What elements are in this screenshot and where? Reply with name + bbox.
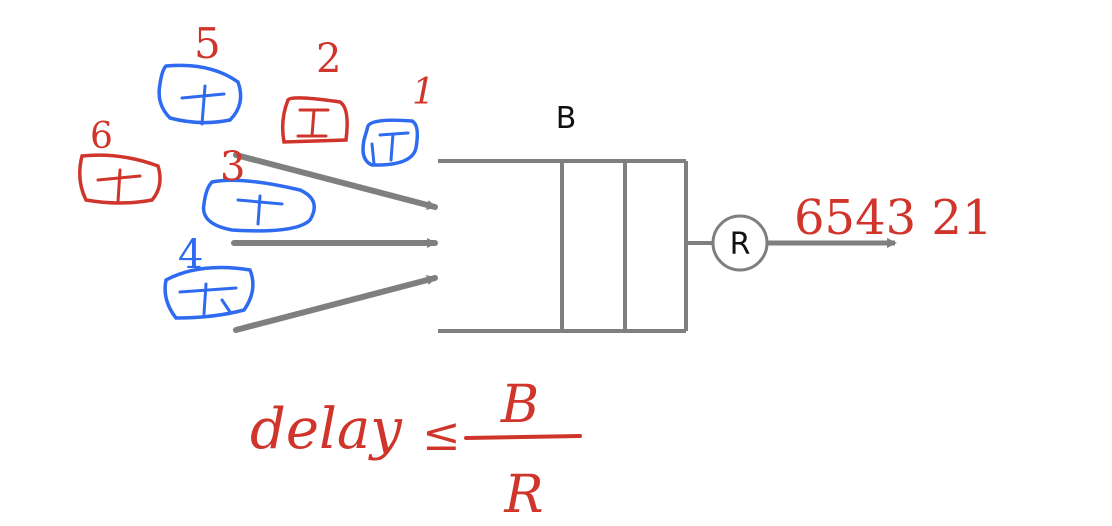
packet-number-2: 2: [316, 36, 341, 82]
formula-relation: ≤: [422, 407, 461, 461]
packet-3-box: [201, 178, 316, 233]
packet-1: [361, 118, 420, 167]
packet-5: [157, 63, 243, 126]
packet-1-box: [361, 118, 420, 167]
packet-6-box: [78, 153, 162, 205]
fraction-bar: [464, 434, 582, 440]
packet-number-1: 1: [412, 72, 435, 113]
rate-label: R: [730, 227, 751, 262]
formula-lhs: delay: [250, 397, 403, 462]
packet-4-box: [163, 265, 255, 320]
packet-5-box: [157, 63, 243, 125]
delay-formula: delay ≤ B R: [250, 375, 582, 525]
packet-6: [78, 153, 162, 205]
buffer-label: B: [556, 101, 577, 136]
packet-number-6: 6: [90, 116, 113, 157]
input-arrow-bottom: [233, 275, 438, 333]
packet-2-box: [280, 96, 349, 144]
formula-denominator: R: [503, 465, 543, 525]
output-sequence: 6543 21: [794, 190, 993, 246]
input-arrow-top: [233, 152, 438, 210]
server-circle: [711, 214, 769, 272]
packet-2: [280, 96, 349, 144]
packet-number-4: 4: [178, 232, 203, 278]
buffer-queue: [438, 159, 712, 333]
formula-numerator: B: [500, 375, 539, 435]
packet-number-3: 3: [220, 144, 245, 190]
packet-number-5: 5: [194, 19, 221, 68]
packet-3: [201, 178, 316, 233]
packet-4: [163, 265, 255, 320]
